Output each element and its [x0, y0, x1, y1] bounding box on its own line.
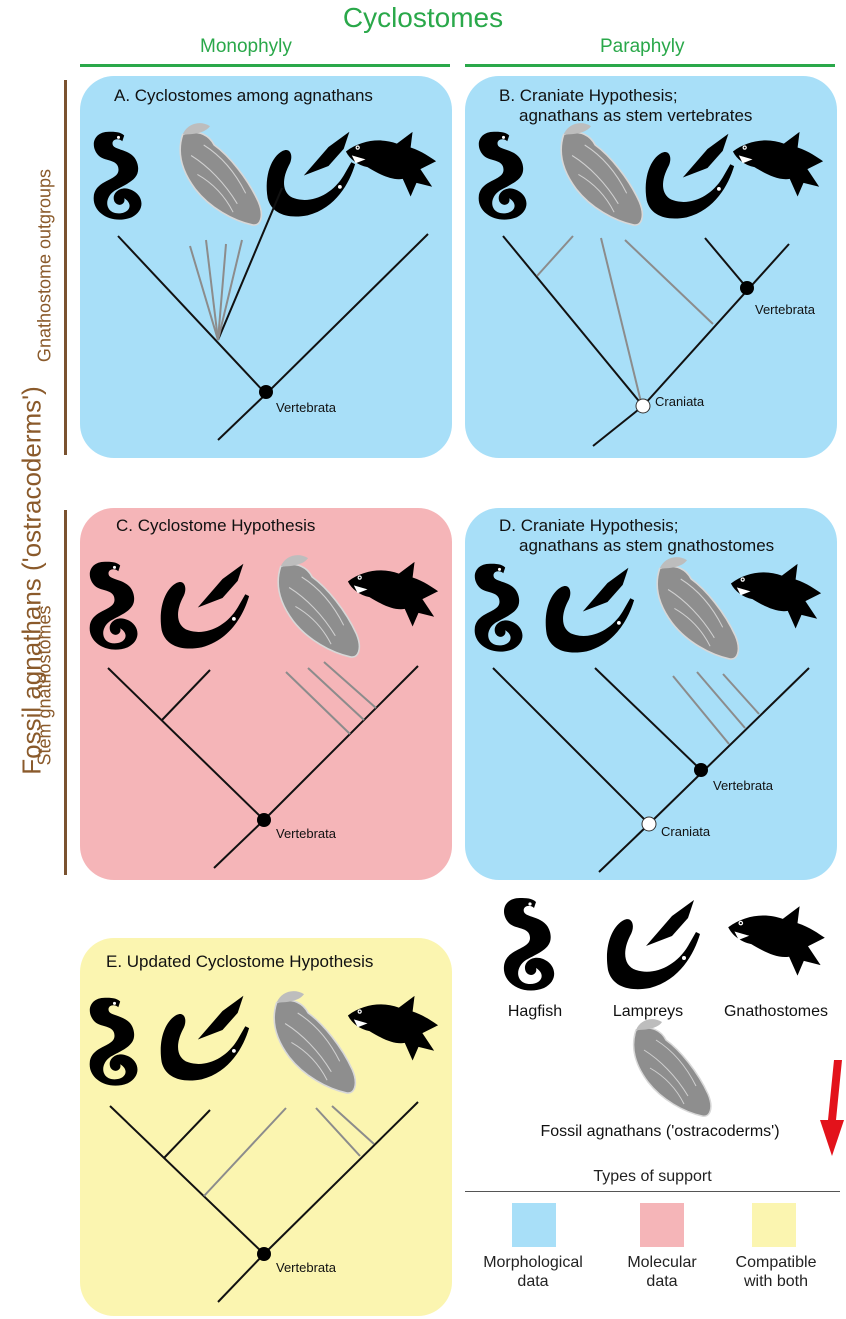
hagfish-icon [90, 562, 138, 650]
morphological-line2: data [466, 1272, 600, 1291]
morphological-swatch [512, 1203, 556, 1247]
panel-c-tree: Vertebrata [80, 508, 452, 880]
fossil-agnathan-icon [657, 557, 738, 659]
stem-gnathostomes-label: Stem gnathostomes [35, 601, 56, 771]
lamprey-icon [267, 132, 355, 217]
lamprey-key-icon [607, 900, 700, 989]
molecular-line1: Molecular [608, 1253, 716, 1272]
fossil-agnathan-icon [274, 991, 355, 1093]
molecular-swatch [640, 1203, 684, 1247]
panel-d-node-root-label: Craniata [661, 824, 711, 839]
panel-b-node-top-label: Vertebrata [755, 302, 816, 317]
compatible-line1: Compatible [720, 1253, 832, 1272]
shark-icon [348, 562, 438, 627]
panel-d: D. Craniate Hypothesis; agnathans as ste… [465, 508, 837, 880]
hagfish-key-icon [504, 898, 554, 991]
molecular-line2: data [608, 1272, 716, 1291]
molecular-label: Molecular data [608, 1253, 716, 1291]
fossil-agnathan-key-icon [634, 1019, 711, 1116]
diagram-title: Cyclostomes [0, 2, 846, 34]
shark-icon [346, 132, 436, 197]
shark-icon [348, 996, 438, 1061]
fossil-agnathan-icon [180, 123, 261, 225]
shark-key-icon [728, 906, 825, 975]
outgroups-bracket [64, 80, 67, 455]
species-key [480, 892, 840, 1152]
panel-d-tree: Vertebrata Craniata [465, 508, 837, 880]
fossil-agnathan-icon [561, 123, 642, 225]
panel-a-node-label: Vertebrata [276, 400, 337, 415]
panel-e-node-label: Vertebrata [276, 1260, 337, 1275]
stem-bracket [64, 510, 67, 875]
lamprey-icon [646, 134, 734, 219]
lamprey-icon [161, 564, 249, 649]
fossil-agnathan-icon [278, 555, 359, 657]
hagfish-label: Hagfish [490, 1003, 580, 1021]
gnathostomes-label: Gnathostomes [706, 1003, 846, 1021]
panel-e-tree: Vertebrata [80, 938, 452, 1316]
hagfish-icon [479, 132, 527, 220]
panel-c-node-label: Vertebrata [276, 826, 337, 841]
fossil-agnathans-label: Fossil agnathans ('ostracoderms') [480, 1123, 840, 1141]
compatible-line2: with both [720, 1272, 832, 1291]
morphological-line1: Morphological [466, 1253, 600, 1272]
panel-e: E. Updated Cyclostome Hypothesis Vertebr… [80, 938, 452, 1316]
hagfish-icon [94, 132, 142, 220]
morphological-label: Morphological data [466, 1253, 600, 1291]
lampreys-label: Lampreys [600, 1003, 696, 1021]
lamprey-icon [546, 568, 634, 653]
panel-a: A. Cyclostomes among agnathans Vertebrat… [80, 76, 452, 458]
paraphyly-bar [465, 64, 835, 67]
panel-a-tree: Vertebrata [80, 76, 452, 458]
gnathostome-outgroups-label: Gnathostome outgroups [35, 166, 56, 366]
compatible-swatch [752, 1203, 796, 1247]
shark-icon [733, 132, 823, 197]
monophyly-bar [80, 64, 450, 67]
support-divider [465, 1191, 840, 1192]
hagfish-icon [90, 998, 138, 1086]
panel-d-node-top-label: Vertebrata [713, 778, 774, 793]
red-arrow-icon [818, 1060, 846, 1160]
paraphyly-label: Paraphyly [600, 36, 685, 58]
panel-b-tree: Vertebrata Craniata [465, 76, 837, 458]
support-title: Types of support [465, 1168, 840, 1186]
hagfish-icon [475, 564, 523, 652]
shark-icon [731, 564, 821, 629]
panel-c: C. Cyclostome Hypothesis Vertebrata [80, 508, 452, 880]
compatible-label: Compatible with both [720, 1253, 832, 1291]
monophyly-label: Monophyly [200, 36, 292, 58]
panel-b-node-root-label: Craniata [655, 394, 705, 409]
lamprey-icon [161, 996, 249, 1081]
panel-b: B. Craniate Hypothesis; agnathans as ste… [465, 76, 837, 458]
